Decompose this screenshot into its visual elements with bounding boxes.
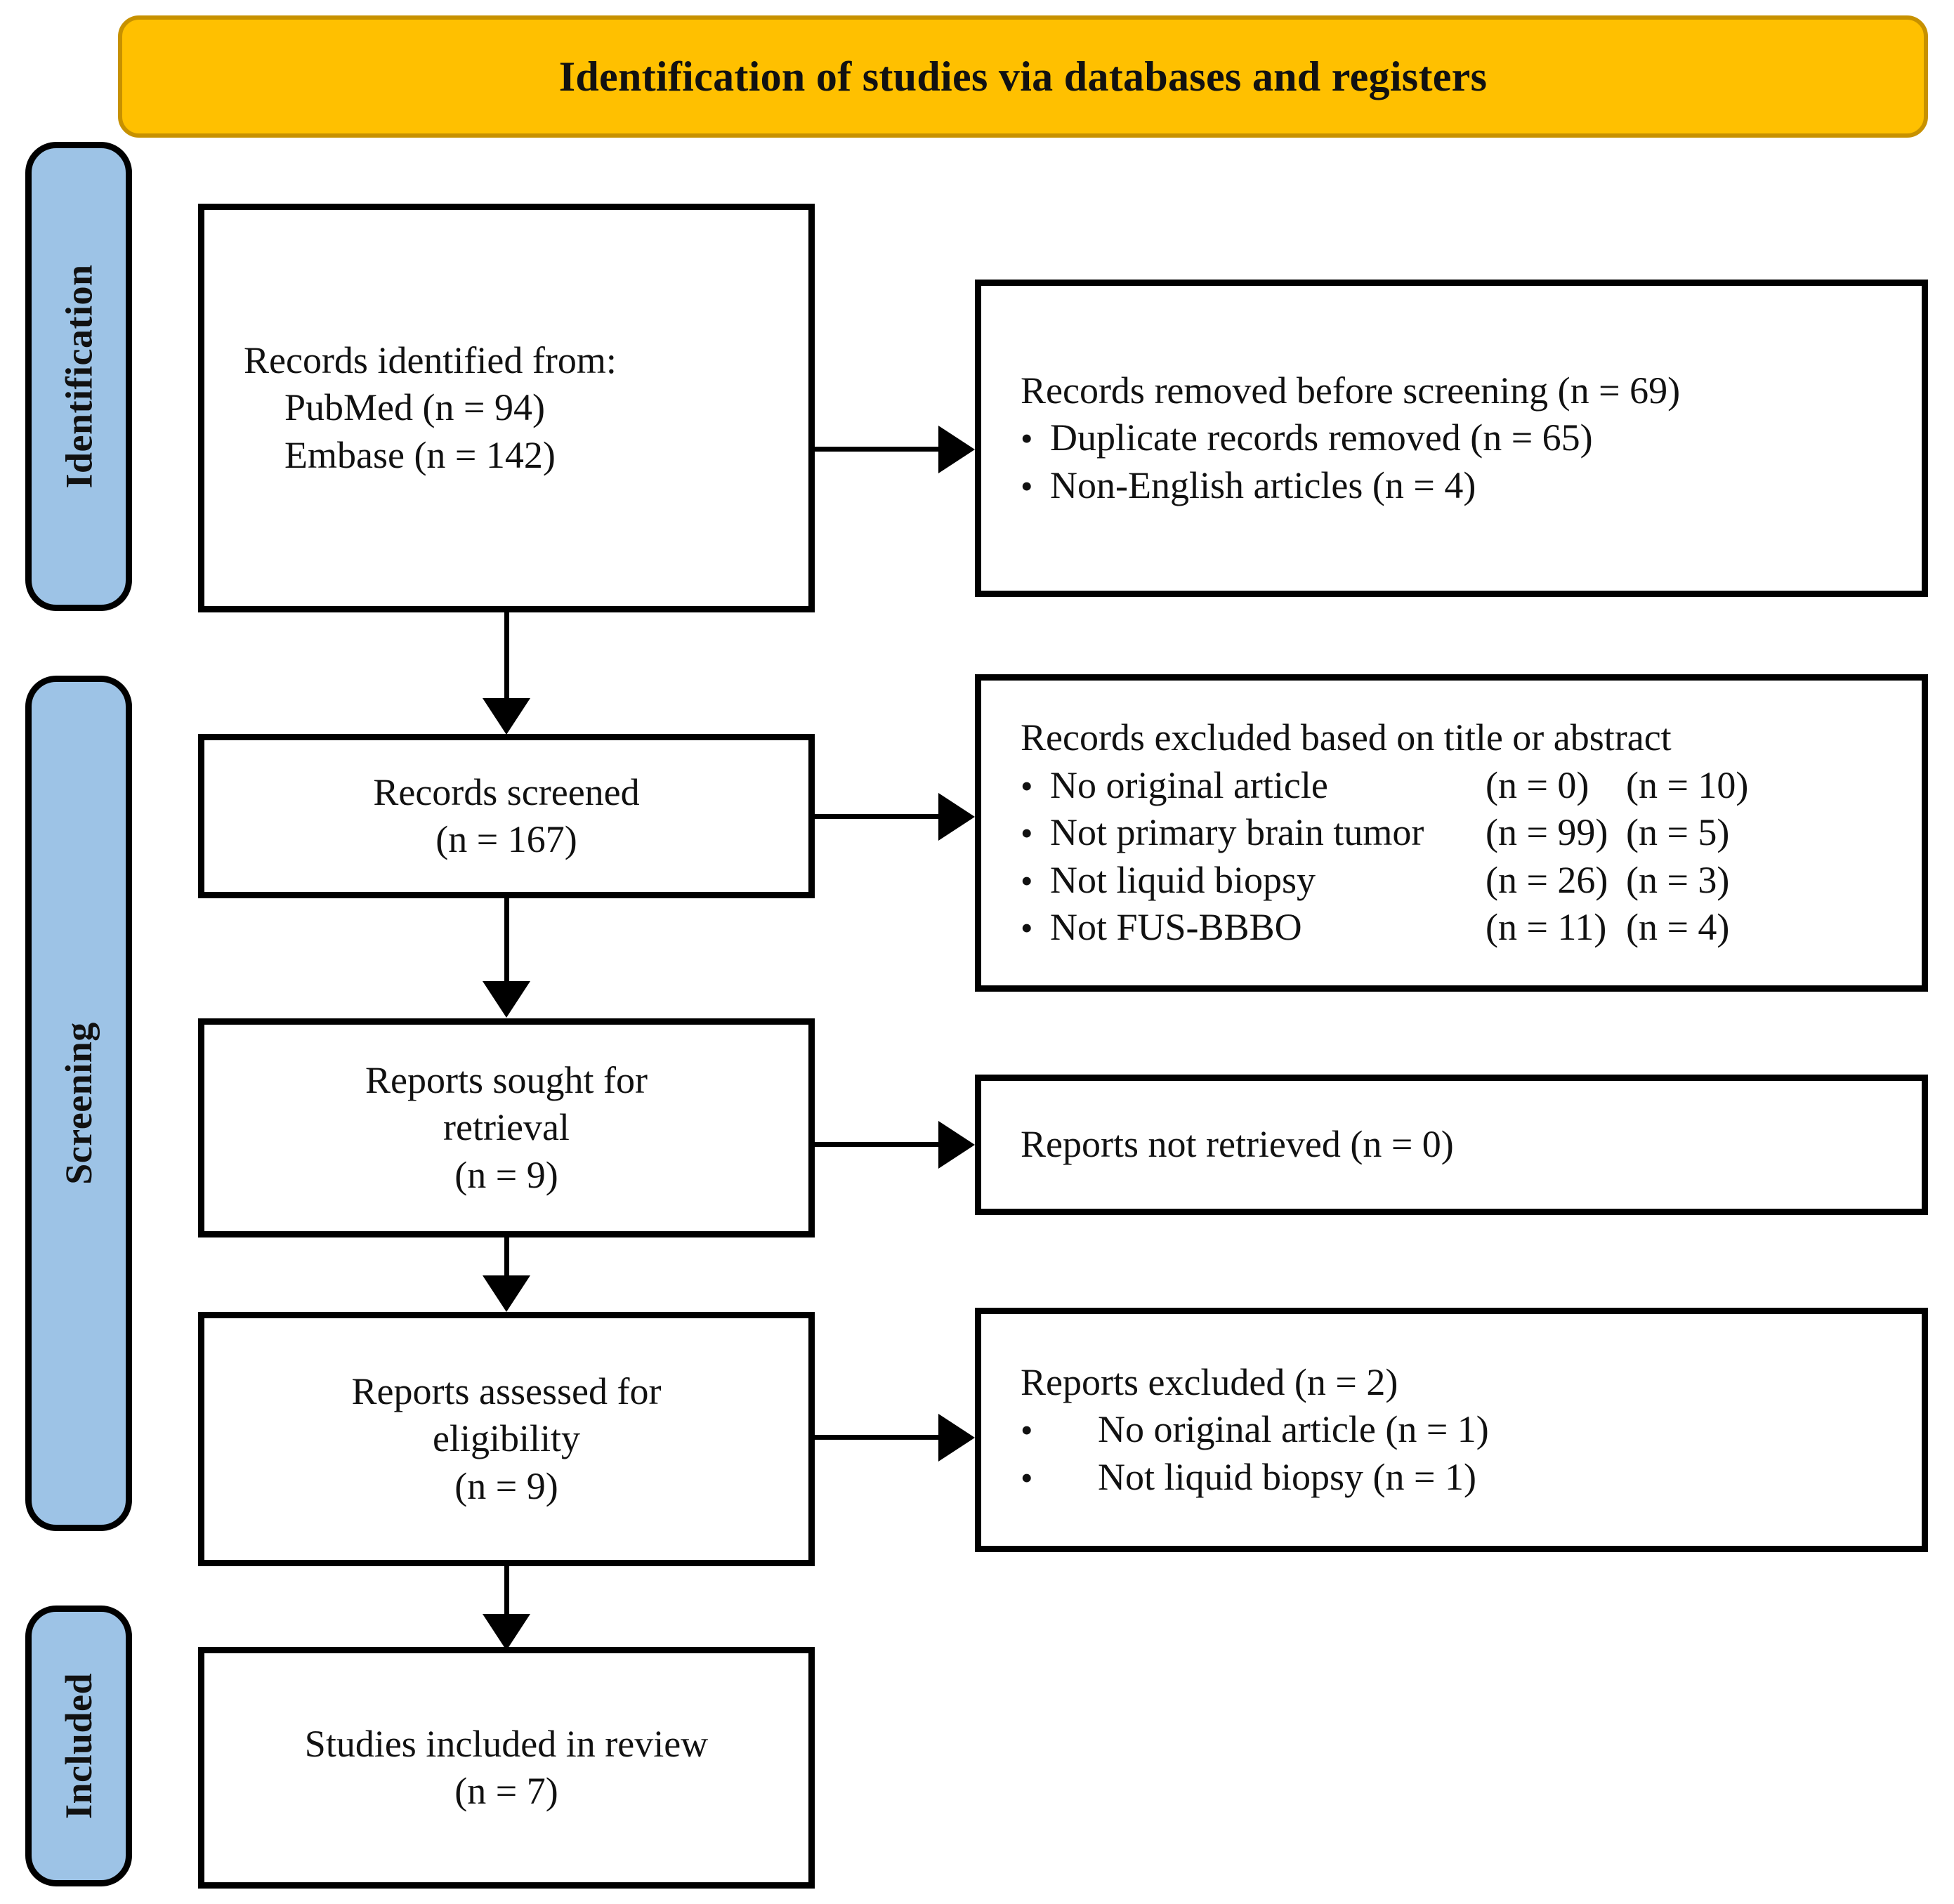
box-line: retrieval — [443, 1106, 570, 1149]
box-reports-not-retrieved: Reports not retrieved (n = 0) — [975, 1075, 1928, 1215]
box-text: Studies included in review (n = 7) — [204, 1653, 808, 1882]
box-text: Records identified from: PubMed (n = 94)… — [204, 210, 848, 606]
box-text: Reports not retrieved (n = 0) — [981, 1081, 1954, 1209]
list-item-label: No original article (n = 1) — [1098, 1408, 1489, 1451]
connector-identified-to-removed — [815, 447, 938, 452]
list-item-label: Not FUS-BBBO — [1050, 906, 1302, 949]
box-line: Records screened — [373, 770, 640, 813]
box-text: Reports assessed for eligibility (n = 9) — [204, 1318, 808, 1560]
list-item-count-secondary: (n = 3) — [1626, 858, 1730, 901]
connector-assessed-to-reports-excluded — [815, 1435, 938, 1440]
arrow-head-screened-to-excluded — [938, 793, 975, 841]
bullet-icon: • — [1021, 1410, 1033, 1450]
list-item: • Not primary brain tumor (n = 99) (n = … — [1021, 809, 1729, 857]
list-item-count-secondary: (n = 4) — [1626, 906, 1730, 949]
connector-screened-to-sought — [504, 898, 509, 981]
box-line: Embase (n = 142) — [284, 433, 556, 476]
bullet-icon: • — [1021, 466, 1033, 506]
diagram-header-banner: Identification of studies via databases … — [118, 15, 1928, 138]
arrow-head-identified-to-screened — [483, 698, 530, 735]
box-studies-included-in-review: Studies included in review (n = 7) — [198, 1647, 815, 1889]
box-heading: Reports excluded (n = 2) — [1021, 1360, 1398, 1403]
box-line: PubMed (n = 94) — [284, 386, 545, 429]
list-item-count-primary: (n = 26) — [1486, 858, 1608, 901]
list-item-label: No original article — [1050, 763, 1328, 806]
list-item-label: Duplicate records removed (n = 65) — [1050, 416, 1593, 459]
list-item-label: Not liquid biopsy — [1050, 858, 1316, 901]
box-line: Reports sought for — [365, 1058, 648, 1101]
list-item-label: Non-English articles (n = 4) — [1050, 464, 1476, 506]
box-reports-assessed-for-eligibility: Reports assessed for eligibility (n = 9) — [198, 1312, 815, 1566]
arrow-head-sought-to-assessed — [483, 1275, 530, 1312]
arrow-head-assessed-to-included — [483, 1614, 530, 1650]
box-text: Records removed before screening (n = 69… — [981, 286, 1954, 591]
box-reports-excluded: Reports excluded (n = 2) • No original a… — [975, 1308, 1928, 1552]
box-text: Records screened (n = 167) — [204, 740, 808, 892]
connector-identified-to-screened — [504, 612, 509, 698]
list-item: • Duplicate records removed (n = 65) — [1021, 414, 1593, 462]
arrow-head-sought-to-not-retrieved — [938, 1121, 975, 1169]
bullet-icon: • — [1021, 766, 1033, 806]
list-item-label: Not primary brain tumor — [1050, 811, 1424, 854]
bullet-icon: • — [1021, 419, 1033, 459]
box-line: (n = 9) — [454, 1153, 558, 1196]
box-line: (n = 167) — [435, 818, 577, 860]
box-heading: Records excluded based on title or abstr… — [1021, 716, 1672, 759]
bullet-icon: • — [1021, 908, 1033, 948]
box-reports-sought-for-retrieval: Reports sought for retrieval (n = 9) — [198, 1018, 815, 1237]
box-line: (n = 9) — [454, 1464, 558, 1507]
box-line: Studies included in review — [304, 1722, 709, 1765]
list-item-count-primary: (n = 11) — [1486, 906, 1607, 949]
arrow-head-screened-to-sought — [483, 981, 530, 1018]
list-item-count-primary: (n = 99) — [1486, 811, 1608, 854]
arrow-head-assessed-to-reports-excluded — [938, 1414, 975, 1462]
box-line: Records identified from: — [244, 339, 617, 381]
arrow-head-identified-to-removed — [938, 426, 975, 473]
list-item: • No original article (n = 1) — [1021, 1406, 1489, 1454]
box-line: Reports not retrieved (n = 0) — [1021, 1123, 1454, 1166]
list-item: • Not FUS-BBBO (n = 11) (n = 4) — [1021, 904, 1729, 952]
box-line: Reports assessed for — [351, 1370, 662, 1412]
box-text: Records excluded based on title or abstr… — [981, 681, 1954, 985]
list-item-count-secondary: (n = 10) — [1626, 763, 1749, 806]
list-item: • No original article (n = 0) (n = 10) — [1021, 762, 1748, 810]
bullet-icon: • — [1021, 813, 1033, 853]
box-records-screened: Records screened (n = 167) — [198, 734, 815, 898]
banner-title: Identification of studies via databases … — [558, 53, 1488, 100]
box-records-excluded-title-abstract: Records excluded based on title or abstr… — [975, 674, 1928, 992]
box-text: Reports sought for retrieval (n = 9) — [204, 1025, 808, 1231]
list-item-count-secondary: (n = 5) — [1626, 811, 1730, 854]
connector-sought-to-not-retrieved — [815, 1142, 938, 1147]
connector-sought-to-assessed — [504, 1237, 509, 1275]
box-line: eligibility — [433, 1417, 580, 1460]
list-item: • Not liquid biopsy (n = 26) (n = 3) — [1021, 857, 1729, 905]
stage-label-identification: Identification — [25, 142, 132, 611]
box-text: Reports excluded (n = 2) • No original a… — [981, 1314, 1954, 1546]
box-records-identified: Records identified from: PubMed (n = 94)… — [198, 204, 815, 612]
box-heading: Records removed before screening (n = 69… — [1021, 369, 1681, 412]
connector-screened-to-excluded — [815, 814, 938, 819]
stage-label-screening: Screening — [25, 676, 132, 1531]
list-item: • Non-English articles (n = 4) — [1021, 462, 1476, 510]
list-item-label: Not liquid biopsy (n = 1) — [1098, 1455, 1476, 1498]
stage-label-text: Included — [58, 1672, 100, 1820]
bullet-icon: • — [1021, 1457, 1033, 1497]
box-records-removed-before-screening: Records removed before screening (n = 69… — [975, 280, 1928, 597]
bullet-icon: • — [1021, 860, 1033, 900]
stage-label-included: Included — [25, 1606, 132, 1886]
connector-assessed-to-included — [504, 1566, 509, 1614]
box-line: (n = 7) — [454, 1770, 558, 1812]
stage-label-text: Identification — [58, 264, 100, 489]
stage-label-text: Screening — [58, 1022, 100, 1185]
list-item: • Not liquid biopsy (n = 1) — [1021, 1454, 1476, 1502]
list-item-count-primary: (n = 0) — [1486, 763, 1589, 806]
